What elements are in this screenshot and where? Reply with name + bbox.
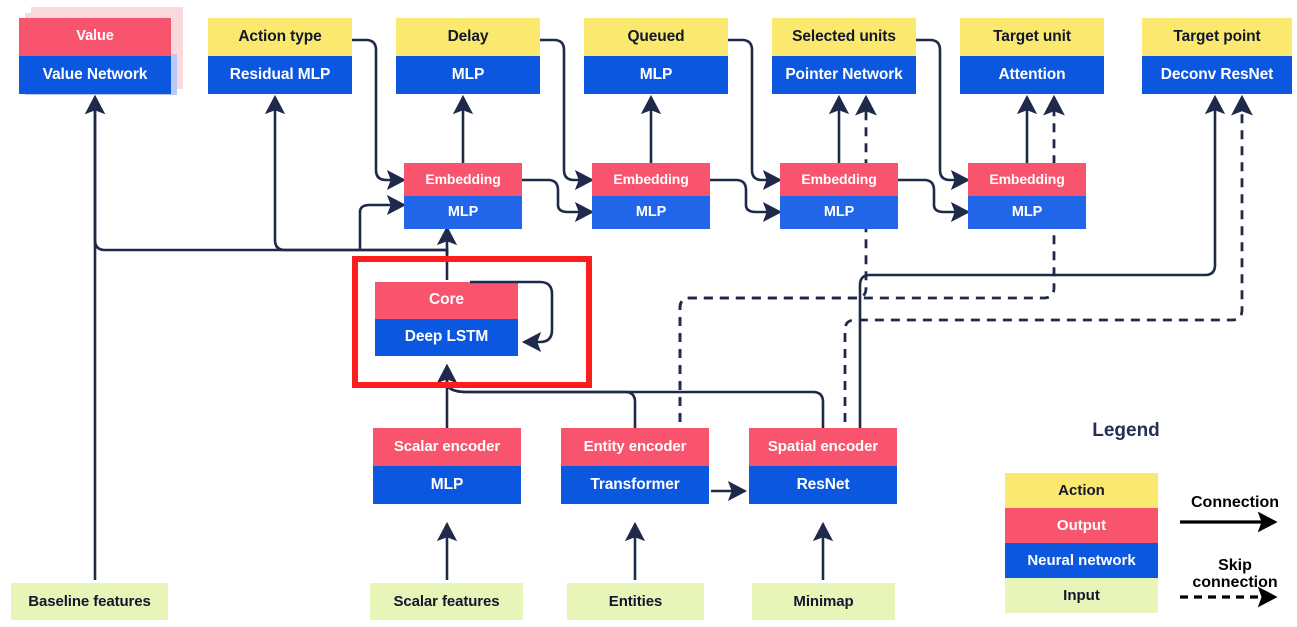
embedding-2[interactable]: Embedding MLP xyxy=(592,163,710,229)
encoder-scalar[interactable]: Scalar encoder MLP xyxy=(373,428,521,504)
head-target-unit[interactable]: Target unit Attention xyxy=(960,18,1104,94)
legend-title: Legend xyxy=(1092,420,1160,441)
core-block[interactable]: Core Deep LSTM xyxy=(375,282,518,356)
core-network-label: Deep LSTM xyxy=(375,319,518,356)
head-queued-action-label: Queued xyxy=(584,18,728,56)
encoder-entity-output-label: Entity encoder xyxy=(561,428,709,466)
encoder-spatial-output-label: Spatial encoder xyxy=(749,428,897,466)
head-value-action-label: Value xyxy=(19,18,171,56)
core-recurrent-loop xyxy=(470,280,554,353)
input-baseline-features[interactable]: Baseline features xyxy=(11,583,168,620)
input-entities[interactable]: Entities xyxy=(567,583,704,620)
embedding-4[interactable]: Embedding MLP xyxy=(968,163,1086,229)
head-target-unit-action-label: Target unit xyxy=(960,18,1104,56)
embedding-4-output-label: Embedding xyxy=(968,163,1086,196)
input-scalar-features[interactable]: Scalar features xyxy=(370,583,523,620)
head-delay[interactable]: Delay MLP xyxy=(396,18,540,94)
head-queued-network-label: MLP xyxy=(584,56,728,94)
head-target-point-action-label: Target point xyxy=(1142,18,1292,56)
embedding-3-network-label: MLP xyxy=(780,196,898,229)
legend-swatches: Action Output Neural network Input xyxy=(1005,473,1158,613)
encoder-entity[interactable]: Entity encoder Transformer xyxy=(561,428,709,504)
legend-connection-label: Connection xyxy=(1191,494,1279,511)
head-action-type-network-label: Residual MLP xyxy=(208,56,352,94)
embedding-1-network-label: MLP xyxy=(404,196,522,229)
head-value[interactable]: Value Value Network xyxy=(19,18,171,94)
embedding-2-network-label: MLP xyxy=(592,196,710,229)
head-selected-units[interactable]: Selected units Pointer Network xyxy=(772,18,916,94)
head-queued[interactable]: Queued MLP xyxy=(584,18,728,94)
legend-swatch-neural-network: Neural network xyxy=(1005,543,1158,578)
core-output-label: Core xyxy=(375,282,518,319)
legend-arrows xyxy=(1180,512,1278,608)
head-target-unit-network-label: Attention xyxy=(960,56,1104,94)
embedding-1-output-label: Embedding xyxy=(404,163,522,196)
encoder-spatial-network-label: ResNet xyxy=(749,466,897,504)
head-selected-units-network-label: Pointer Network xyxy=(772,56,916,94)
encoder-spatial[interactable]: Spatial encoder ResNet xyxy=(749,428,897,504)
legend-swatch-input: Input xyxy=(1005,578,1158,613)
input-minimap[interactable]: Minimap xyxy=(752,583,895,620)
embedding-3-output-label: Embedding xyxy=(780,163,898,196)
head-delay-action-label: Delay xyxy=(396,18,540,56)
embedding-4-network-label: MLP xyxy=(968,196,1086,229)
embedding-2-output-label: Embedding xyxy=(592,163,710,196)
legend-skip-label-line2: connection xyxy=(1192,574,1278,591)
embedding-1[interactable]: Embedding MLP xyxy=(404,163,522,229)
head-value-network-label: Value Network xyxy=(19,56,171,94)
skip-connections xyxy=(678,94,1253,470)
head-target-point[interactable]: Target point Deconv ResNet xyxy=(1142,18,1292,94)
legend-skip-label-line1: Skip xyxy=(1218,557,1252,574)
head-action-type[interactable]: Action type Residual MLP xyxy=(208,18,352,94)
legend-swatch-output: Output xyxy=(1005,508,1158,543)
head-delay-network-label: MLP xyxy=(396,56,540,94)
legend-swatch-action: Action xyxy=(1005,473,1158,508)
encoder-scalar-output-label: Scalar encoder xyxy=(373,428,521,466)
encoder-scalar-network-label: MLP xyxy=(373,466,521,504)
head-target-point-network-label: Deconv ResNet xyxy=(1142,56,1292,94)
head-action-type-action-label: Action type xyxy=(208,18,352,56)
core-highlight-border xyxy=(352,256,592,388)
head-selected-units-action-label: Selected units xyxy=(772,18,916,56)
encoder-entity-network-label: Transformer xyxy=(561,466,709,504)
embedding-3[interactable]: Embedding MLP xyxy=(780,163,898,229)
